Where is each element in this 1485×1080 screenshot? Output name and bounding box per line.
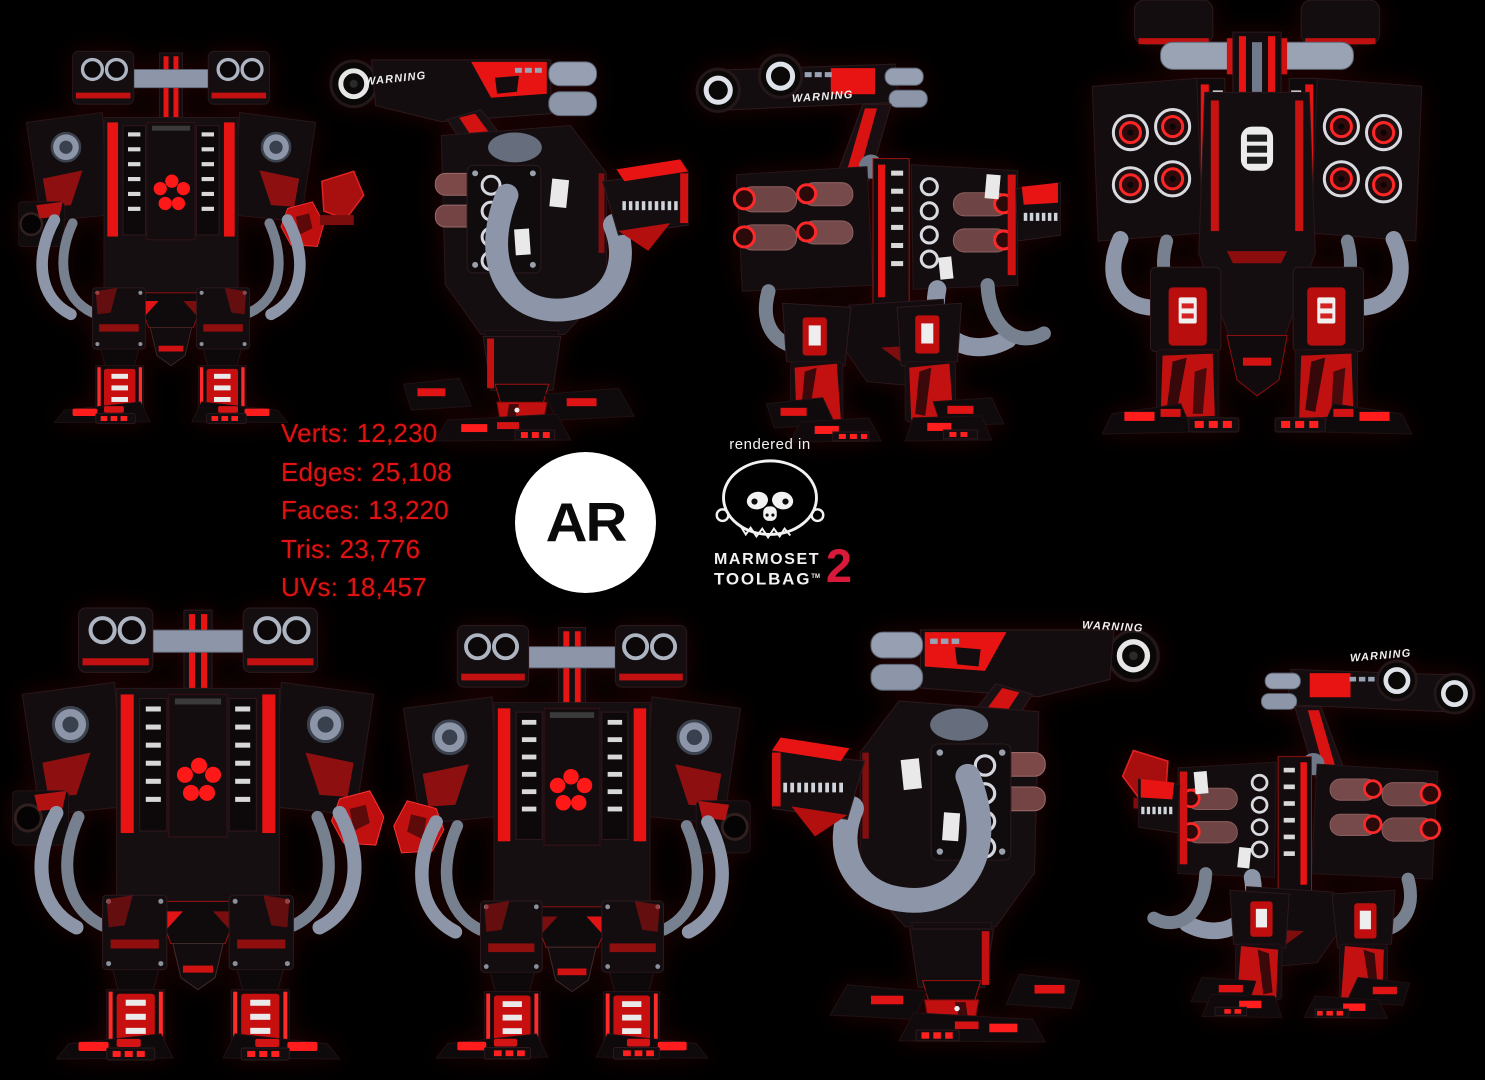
stat-value: 23,776 [339,533,421,564]
mech-render-front-quarter-left [382,612,762,1060]
stat-label: UVs: [281,572,339,602]
mech-render-back-quarter-right [684,46,1061,443]
stat-label: Verts: [281,418,349,448]
stat-label: Faces: [281,495,361,525]
trademark-mark: TM [811,574,820,580]
stat-label: Tris: [281,533,332,564]
mech-render-side-right [318,34,690,442]
toolbag-name: TOOLBAGTM [714,569,820,589]
marmoset-skull-icon [715,459,825,540]
mech-render-back-quarter-left [1138,612,1485,1060]
stat-verts: Verts:12,230 [281,414,452,453]
stat-value: 12,230 [356,418,438,448]
mech-render-front-quarter [18,26,324,438]
stat-faces: Faces:13,220 [281,491,452,530]
stat-value: 18,457 [346,572,427,602]
mech-render-side-left [772,584,1170,1061]
rendered-in-label: rendered in [729,436,811,453]
mech-render-back [1076,0,1438,437]
stat-value: 25,108 [371,456,452,487]
toolbag-version: 2 [825,539,852,592]
stat-edges: Edges:25,108 [281,453,452,492]
ar-logo: AR [515,452,656,593]
model-stats: Verts:12,230 Edges:25,108 Faces:13,220 T… [281,414,452,607]
mech-render-front [12,594,384,1061]
stat-tris: Tris:23,776 [281,530,452,569]
ar-logo-text: AR [545,491,628,554]
marmoset-logo: rendered in MARMOSET TOOLBAGTM 2 [693,436,852,589]
stat-label: Edges: [281,456,364,487]
marmoset-name: MARMOSET [714,551,821,568]
stat-uvs: UVs:18,457 [281,568,452,607]
stat-value: 13,220 [368,495,449,525]
marmoset-wordmark: MARMOSET TOOLBAGTM 2 [714,542,852,589]
